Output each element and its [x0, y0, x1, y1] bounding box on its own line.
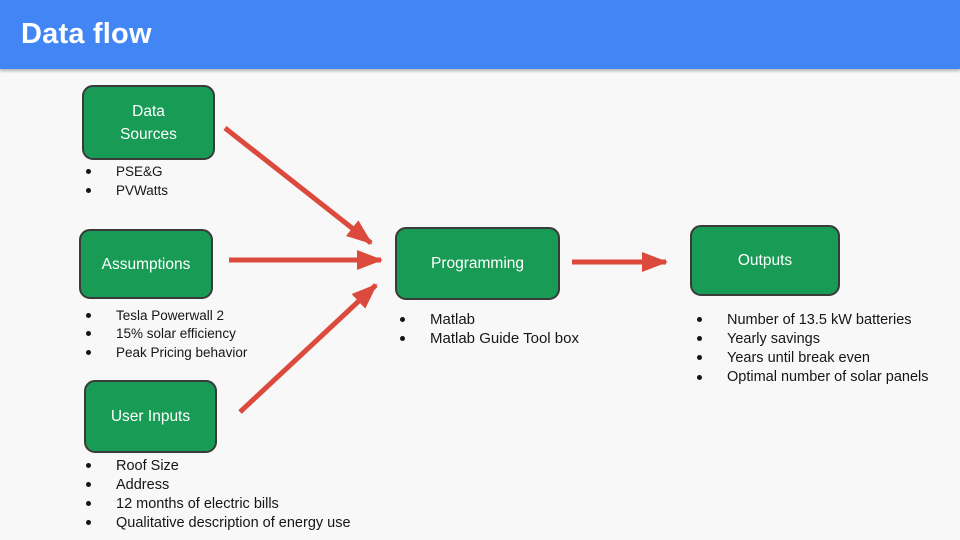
bullet-text: Optimal number of solar panels: [727, 369, 929, 386]
bullet-dot: [697, 336, 702, 342]
list-item: Years until break even: [693, 348, 929, 367]
slide-title-bar: Data flow: [0, 0, 960, 69]
data-sources-bullet-list: PSE&G PVWatts: [82, 162, 168, 200]
node-outputs: Outputs: [690, 225, 840, 296]
list-item: 15% solar efficiency: [82, 325, 247, 344]
bullet-dot: [86, 331, 91, 337]
node-data-sources: Data Sources: [82, 85, 215, 160]
list-item: Optimal number of solar panels: [693, 368, 929, 387]
assumptions-bullet-list: Tesla Powerwall 2 15% solar efficiency P…: [82, 306, 247, 362]
bullet-dot: [400, 317, 405, 323]
list-item: 12 months of electric bills: [82, 494, 351, 513]
node-label: Assumptions: [101, 255, 191, 273]
bullet-text: Qualitative description of energy use: [116, 514, 351, 531]
bullet-dot: [86, 520, 91, 525]
bullet-dot: [697, 317, 702, 323]
bullet-dot: [697, 374, 702, 380]
bullet-dot: [86, 312, 91, 318]
list-item: PSE&G: [82, 162, 168, 181]
bullet-text: Yearly savings: [727, 330, 820, 347]
arrow-user-inputs-to-programming: [238, 283, 378, 414]
outputs-bullet-list: Number of 13.5 kW batteries Yearly savin…: [693, 310, 929, 387]
bullet-text: PSE&G: [116, 164, 163, 179]
node-user-inputs: User Inputs: [84, 380, 217, 453]
list-item: Roof Size: [82, 456, 351, 475]
node-label: Programming: [430, 255, 525, 272]
bullet-text: Tesla Powerwall 2: [116, 307, 225, 323]
bullet-dot: [400, 336, 405, 342]
list-item: Peak Pricing behavior: [82, 343, 247, 362]
bullet-text: Roof Size: [116, 457, 179, 474]
programming-bullet-list: Matlab Matlab Guide Tool box: [396, 310, 579, 349]
bullet-text: Peak Pricing behavior: [116, 344, 248, 360]
node-assumptions: Assumptions: [79, 229, 213, 299]
list-item: Number of 13.5 kW batteries: [693, 310, 929, 329]
node-label: Outputs: [737, 252, 793, 269]
bullet-dot: [86, 349, 91, 355]
bullet-dot: [86, 482, 91, 487]
list-item: PVWatts: [82, 181, 168, 200]
bullet-dot: [697, 355, 702, 361]
bullet-text: Number of 13.5 kW batteries: [727, 311, 912, 328]
bullet-text: 12 months of electric bills: [116, 495, 279, 512]
bullet-dot: [86, 501, 91, 506]
bullet-text: PVWatts: [116, 183, 169, 198]
node-label: Data Sources: [120, 102, 177, 143]
list-item: Tesla Powerwall 2: [82, 306, 247, 325]
node-programming: Programming: [395, 227, 560, 300]
bullet-text: Years until break even: [727, 349, 870, 366]
bullet-dot: [86, 169, 91, 174]
arrow-data-sources-to-programming: [223, 126, 373, 245]
bullet-text: Matlab Guide Tool box: [430, 330, 579, 348]
bullet-dot: [86, 188, 91, 193]
user-inputs-bullet-list: Roof Size Address 12 months of electric …: [82, 456, 351, 532]
list-item: Matlab: [396, 310, 579, 329]
bullet-text: Address: [116, 476, 170, 493]
node-label: User Inputs: [110, 408, 191, 425]
page-title: Data flow: [21, 18, 152, 50]
bullet-text: Matlab: [430, 311, 476, 329]
bullet-dot: [86, 463, 91, 468]
list-item: Address: [82, 475, 351, 494]
list-item: Qualitative description of energy use: [82, 513, 351, 532]
bullet-text: 15% solar efficiency: [116, 326, 236, 342]
list-item: Matlab Guide Tool box: [396, 329, 579, 348]
list-item: Yearly savings: [693, 329, 929, 348]
